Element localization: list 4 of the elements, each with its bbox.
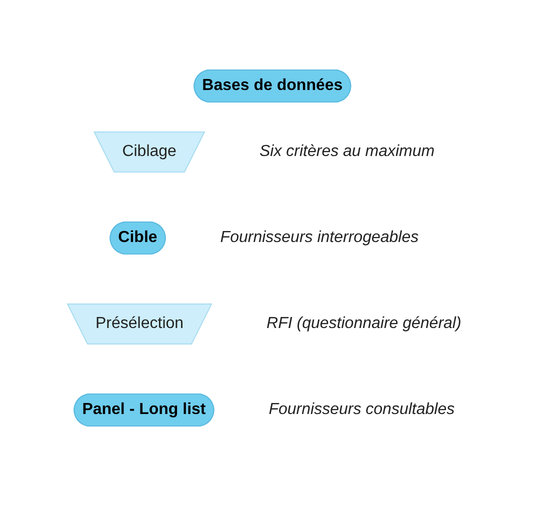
node-label: RFI (questionnaire général)	[266, 314, 462, 332]
node-label: Fournisseurs consultables	[268, 400, 455, 418]
node-label: Six critères au maximum	[260, 142, 435, 160]
node-label: Fournisseurs interrogeables	[220, 228, 419, 246]
